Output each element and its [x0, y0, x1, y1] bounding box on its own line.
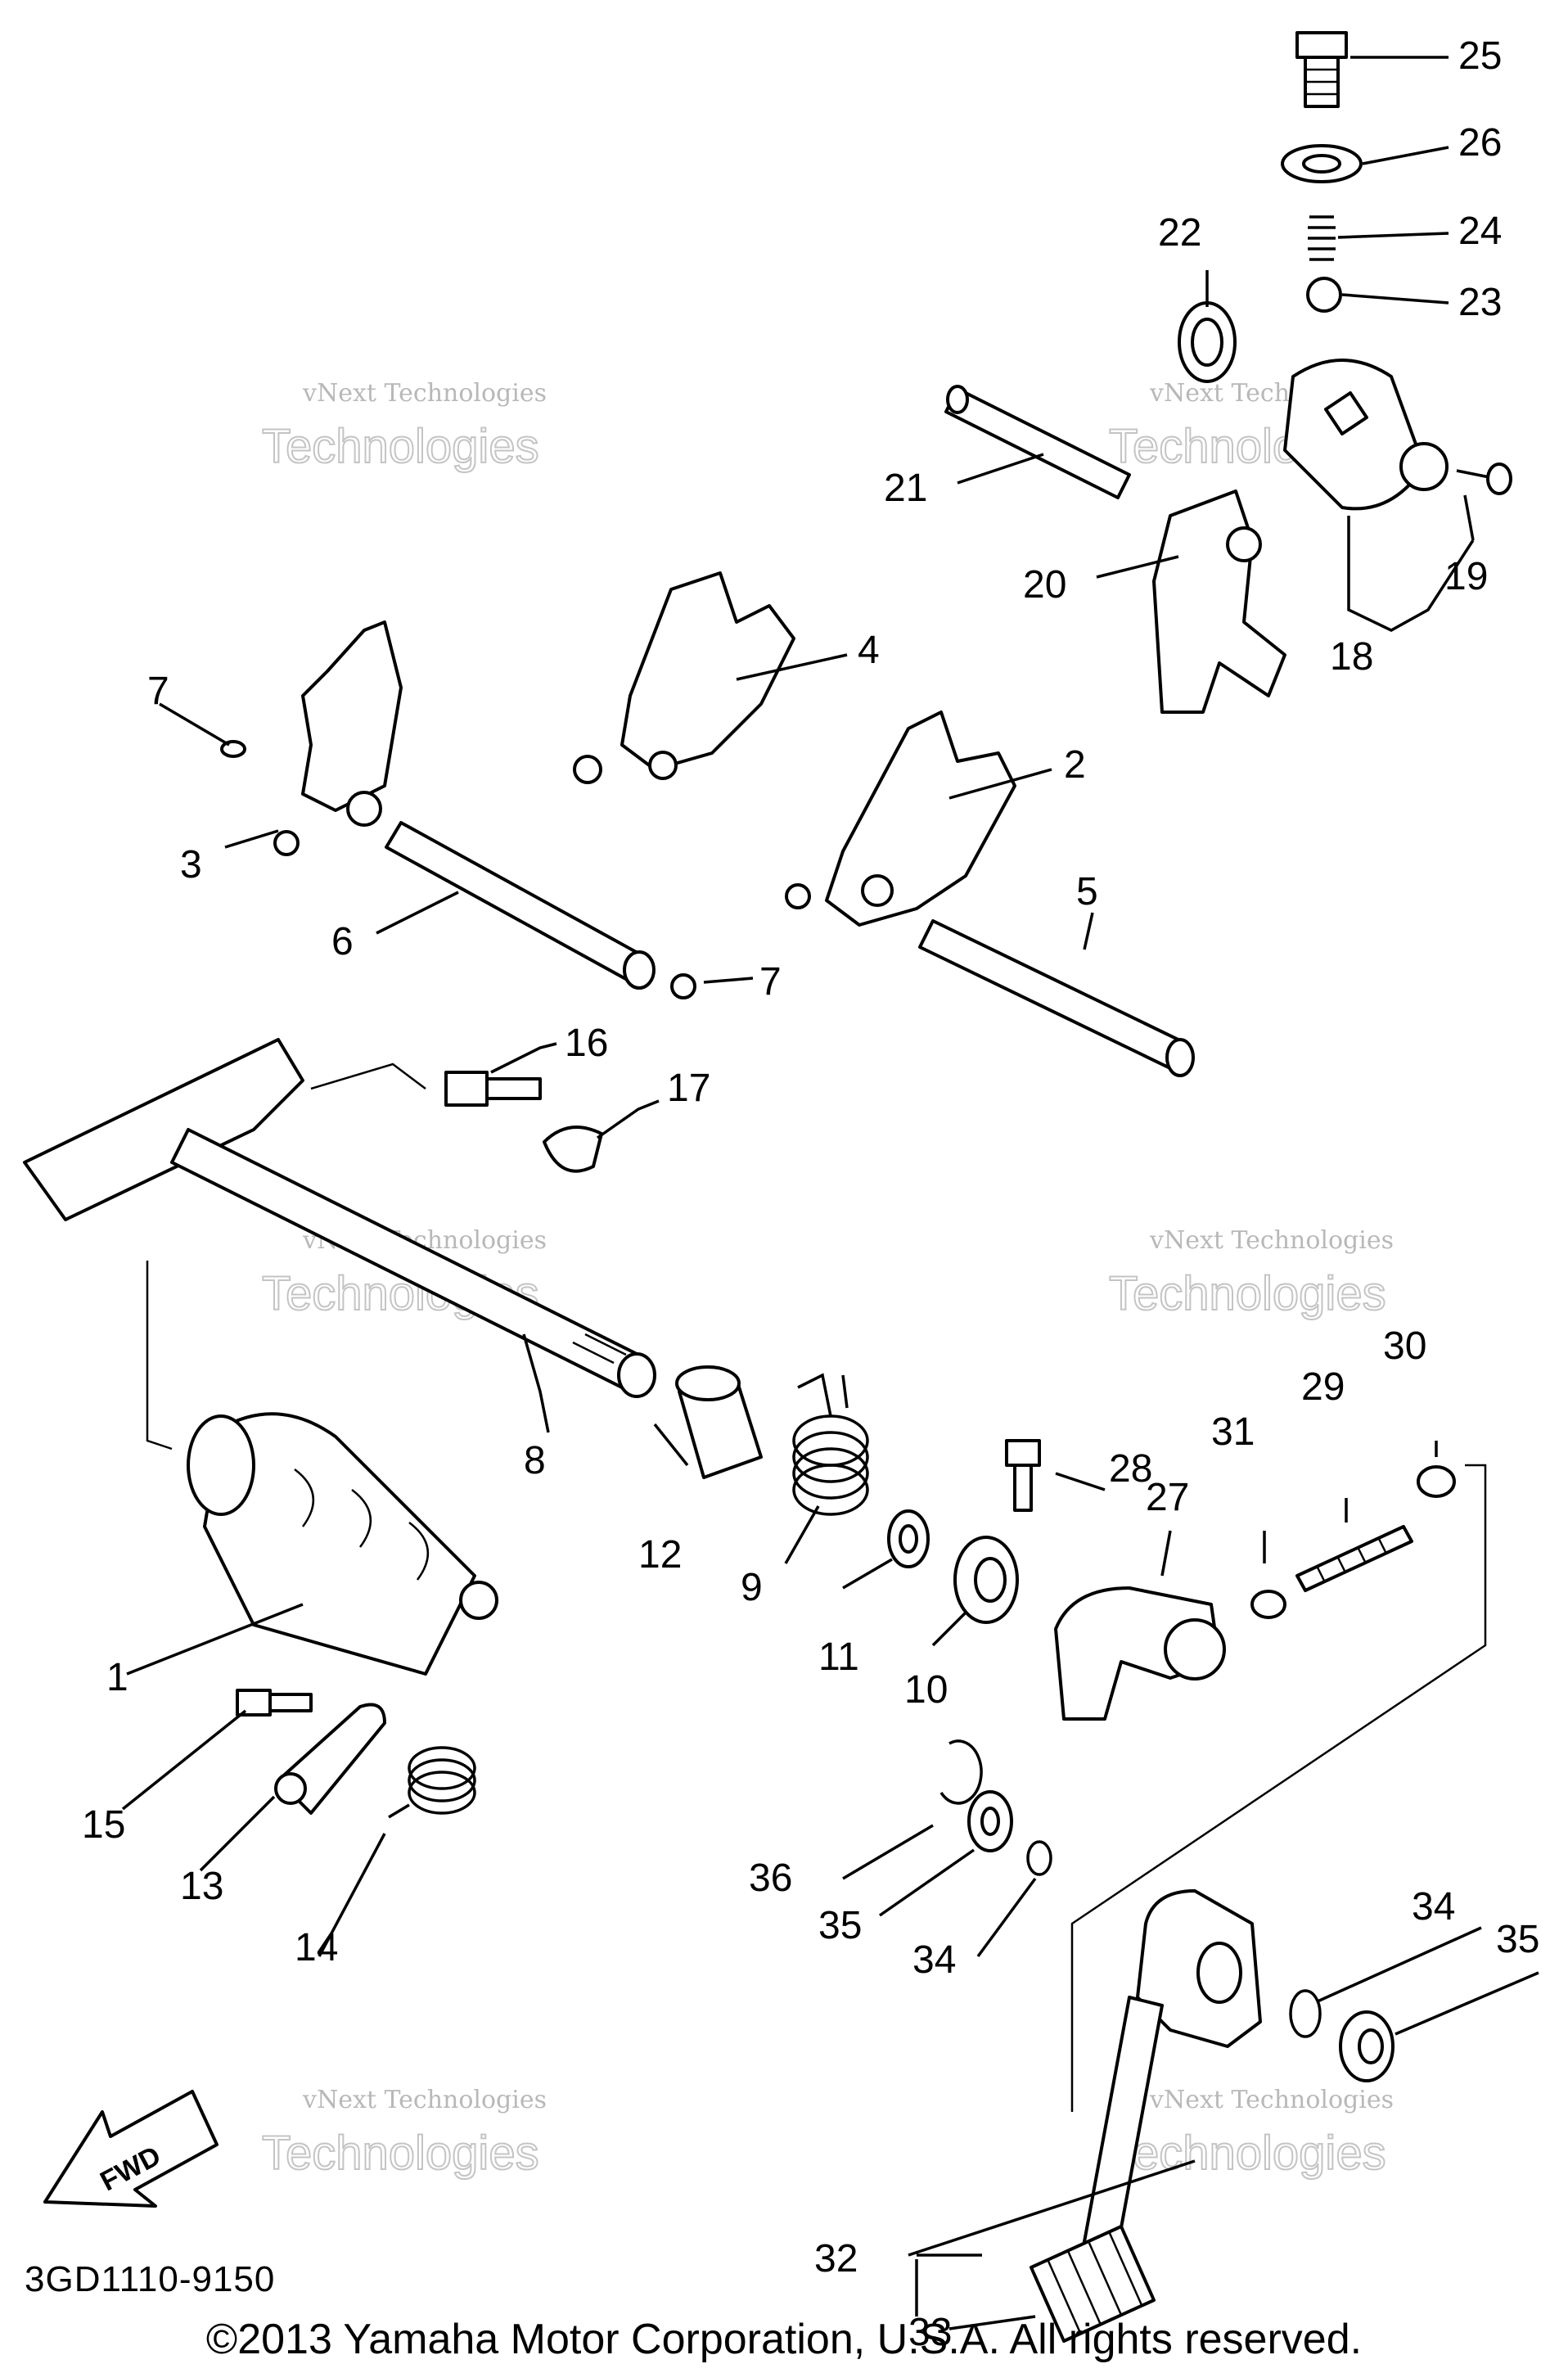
- callout-18: 18: [1330, 635, 1373, 679]
- part-ball-23: [1306, 277, 1342, 313]
- callout-30: 30: [1383, 1324, 1426, 1368]
- part-pedal-rubber-33: [1030, 2225, 1156, 2343]
- callout-31: 31: [1211, 1410, 1255, 1454]
- part-shift-fork-20: [1152, 489, 1286, 714]
- part-shift-shaft-8: [23, 1038, 656, 1398]
- part-screw-19: [1456, 462, 1512, 495]
- callout-10: 10: [904, 1668, 948, 1712]
- callout-25: 25: [1458, 34, 1502, 78]
- part-circlip-36: [939, 1739, 983, 1805]
- part-oring-34-left: [1026, 1840, 1052, 1876]
- svg-text:vNext Technologies: vNext Technologies: [1149, 1226, 1394, 1255]
- diagram-code: 3GD1110-9150: [25, 2259, 276, 2299]
- callout-5: 5: [1076, 870, 1098, 914]
- part-torsion-spring-9: [792, 1373, 869, 1516]
- svg-text:Technologies: Technologies: [262, 2127, 539, 2180]
- watermark-bottom-right: vNext Technologies Technologies: [1108, 2086, 1394, 2181]
- part-nut-31: [1250, 1590, 1286, 1619]
- callout-8: 8: [524, 1439, 546, 1482]
- svg-text:Technologies: Technologies: [262, 420, 539, 473]
- part-stopper-lever-13: [274, 1703, 386, 1815]
- part-spring-24: [1308, 215, 1336, 261]
- svg-text:vNext Technologies: vNext Technologies: [302, 379, 547, 408]
- callout-13: 13: [180, 1865, 223, 1908]
- callout-22: 22: [1158, 211, 1201, 255]
- svg-text:vNext Technologies: vNext Technologies: [1149, 2086, 1394, 2114]
- callout-4: 4: [858, 629, 880, 672]
- part-bolt-15: [236, 1689, 313, 1717]
- part-stopper-lever-18: [1283, 359, 1449, 511]
- leader-lines: [121, 56, 1539, 2330]
- part-nut-30: [1417, 1465, 1456, 1498]
- part-washer-11: [887, 1509, 930, 1568]
- callout-11: 11: [818, 1635, 859, 1679]
- svg-text:Technologies: Technologies: [1109, 2127, 1386, 2180]
- part-oring-34-right: [1289, 1989, 1322, 2038]
- part-guide-bar-6: [385, 821, 656, 990]
- callout-14: 14: [295, 1926, 338, 1969]
- fwd-arrow: FWD: [43, 2090, 219, 2208]
- part-shift-pedal-32: [1070, 1889, 1262, 2318]
- watermark-mid-right: vNext Technologies Technologies: [1108, 1226, 1394, 1321]
- callout-35-left: 35: [818, 1904, 862, 1947]
- callout-27: 27: [1146, 1476, 1189, 1519]
- callout-35-right: 35: [1496, 1918, 1539, 1961]
- callout-23: 23: [1458, 281, 1502, 324]
- callout-34-right: 34: [1412, 1885, 1455, 1929]
- callout-36: 36: [749, 1856, 792, 1900]
- callout-16: 16: [565, 1022, 608, 1065]
- part-shift-fork-2: [785, 711, 1016, 927]
- callout-21: 21: [884, 467, 927, 510]
- callout-12: 12: [638, 1533, 682, 1577]
- callout-20: 20: [1023, 563, 1066, 607]
- callout-24: 24: [1458, 210, 1502, 253]
- callout-6: 6: [331, 920, 354, 963]
- callout-19: 19: [1444, 555, 1488, 598]
- part-plate-17: [543, 1126, 603, 1173]
- callout-26: 26: [1458, 121, 1502, 165]
- part-bolt-25: [1295, 31, 1348, 108]
- callout-7-lower: 7: [759, 960, 782, 1004]
- part-seal-10: [953, 1536, 1019, 1624]
- part-washer-26: [1281, 144, 1363, 183]
- callout-labels: 25 26 24 23 22 21 20 19 18 4 2 7 3 6 7 5…: [82, 34, 1539, 2354]
- callout-32: 32: [814, 2237, 858, 2281]
- part-seal-22: [1178, 301, 1237, 383]
- part-shift-fork-3: [273, 620, 403, 856]
- assembly-brackets: [146, 1062, 1487, 2112]
- part-washer-35-right: [1339, 2010, 1395, 2082]
- callout-34-left: 34: [912, 1938, 956, 1982]
- svg-text:Technologies: Technologies: [1109, 1267, 1386, 1320]
- callout-7-top: 7: [147, 670, 169, 713]
- part-shift-arm-27: [1054, 1586, 1226, 1721]
- part-clip-7-lower: [670, 973, 696, 999]
- watermark-top-left: vNext Technologies Technologies: [261, 379, 547, 474]
- part-guide-bar-5: [918, 919, 1195, 1077]
- part-shift-fork-4: [573, 571, 795, 784]
- callout-3: 3: [180, 843, 202, 886]
- part-rod-21: [944, 385, 1131, 499]
- part-bolt-28: [1005, 1439, 1041, 1512]
- callout-33: 33: [908, 2311, 952, 2354]
- part-spring-14: [388, 1746, 476, 1819]
- part-rod-29: [1295, 1525, 1413, 1592]
- callout-1: 1: [106, 1656, 128, 1699]
- part-bolt-16: [444, 1071, 542, 1107]
- callout-29: 29: [1301, 1365, 1345, 1409]
- watermark-bottom-left: vNext Technologies Technologies: [261, 2086, 547, 2181]
- callout-2: 2: [1064, 743, 1086, 787]
- callout-28: 28: [1109, 1447, 1152, 1491]
- part-collar-12: [675, 1365, 763, 1479]
- callout-17: 17: [667, 1067, 710, 1110]
- copyright-notice: ©2013 Yamaha Motor Corporation, U.S.A. A…: [205, 2316, 1363, 2363]
- part-shift-drum-1: [187, 1412, 498, 1676]
- callout-15: 15: [82, 1803, 125, 1847]
- part-washer-35-left: [967, 1790, 1013, 1852]
- callout-9: 9: [741, 1566, 763, 1609]
- svg-text:vNext Technologies: vNext Technologies: [302, 2086, 547, 2114]
